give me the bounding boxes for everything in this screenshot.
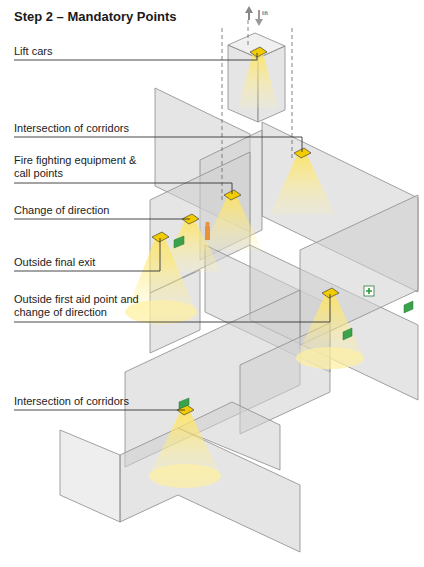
lift-shaft-dashes [222, 20, 292, 200]
callout-label: Intersection of corridors [14, 395, 214, 408]
exit-signs [174, 236, 413, 409]
emergency-lamps [152, 47, 339, 415]
diagram-title: Step 2 – Mandatory Points [14, 9, 177, 24]
corridor-walls [60, 33, 418, 552]
lift-arrows [245, 6, 263, 26]
lift-label: lift [262, 10, 282, 17]
callout-label: Outside first aid point and change of di… [14, 293, 154, 319]
callout-label: Fire fighting equipment & call points [14, 154, 154, 180]
callout-label: Outside final exit [14, 256, 214, 269]
first-aid-sign [364, 286, 374, 296]
light-cones [125, 53, 365, 488]
leader-lines [14, 53, 330, 410]
callout-label: Lift cars [14, 45, 214, 58]
callout-label: Change of direction [14, 204, 214, 217]
call-point-figure [205, 222, 210, 240]
callout-label: Intersection of corridors [14, 122, 214, 135]
